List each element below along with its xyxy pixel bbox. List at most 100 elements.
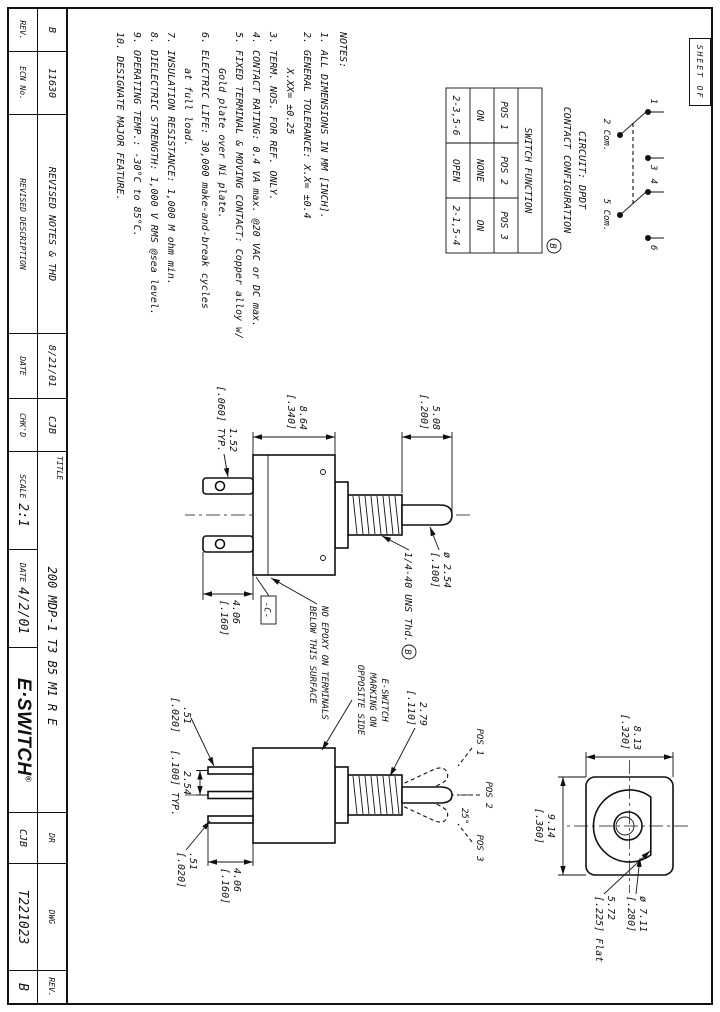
dim-toggle-length-in: [.200] [418,394,429,430]
thread-flag-circle [401,644,417,660]
circuit-title-line2: CONTACT CONFIGURATION [561,107,572,234]
dwg-col: DWG T221023 [9,864,66,971]
label-pos3: POS 3 [474,834,484,861]
dim-pin-pitch-in: [.100] TYP. [169,750,180,816]
col-pos3: POS 3 [498,211,509,240]
conn-pos1: 2-3,5-6 [450,95,461,135]
dim-face-width-mm: 9.14 [545,814,556,838]
ecn-col: 11630 ECN No. [9,52,66,115]
dim-bushing-dia-mm: ø 7.11 [637,896,648,932]
marking-note-line2: MARKING ON [367,672,377,728]
function-table-header: SWITCH FUNCTION [522,128,533,214]
terminal-6: 6 [648,245,658,250]
registered-mark: ® [23,775,33,783]
circuit-schematic: 1 3 4 6 2 Com. 5 Com. CIRCUIT: DPDT CONT… [546,99,664,254]
rev-header: REV. [18,20,28,40]
dwg-label: DWG [37,864,66,970]
col-pos2: POS 2 [498,156,509,185]
dim-body-height-in: [.340] [285,394,296,430]
title-block: B REV. 11630 ECN No. REVISED NOTES & THD… [9,9,68,1003]
note-line: 4. CONTACT RATING: 0.4 VA max. @20 VAC o… [250,32,261,328]
scale-label: SCALE [18,474,28,499]
sheet-rev-col: REV. B [9,971,66,1003]
dim-pin-width-mm: .51 [187,852,198,870]
face-view: 8.13 [.320] 9.14 [.360] ø 7.11 [.280] 5.… [533,714,688,962]
marking-note-line3: OPPOSITE SIDE [355,665,365,736]
dr-col: DR CJB [9,813,66,864]
revdate-col: 8/21/01 DATE [9,334,66,399]
ecn-entry: 11630 [37,52,66,114]
sheet-rev-label: REV. [37,971,66,1003]
terminal-3: 3 [648,164,658,170]
description-entry: REVISED NOTES & THD [37,115,66,333]
note-line: 1. ALL DIMENSIONS IN MM [INCH]. [318,32,329,219]
common-5-label: 5 Com. [601,199,611,232]
note-line: X.XX= ±0.25 [284,32,295,135]
dim-lug-thickness-in: [.060] TYP. [215,386,226,452]
state-pos3: ON [474,220,485,232]
dim-pin-thickness-in: [.020] [169,697,180,733]
scale-cell: SCALE 2:1 [9,452,37,550]
rev-entry: B [37,9,66,51]
revision-flag-circle [546,238,562,254]
conn-pos2: OPEN [450,159,461,182]
dim-face-width-in: [.360] [533,808,544,844]
description-col: REVISED NOTES & THD REVISED DESCRIPTION [9,115,66,334]
note-line: 9. OPERATING TEMP.: -30°C to 85°C. [131,32,142,237]
common-2-label: 2 Com. [601,119,611,152]
marking-note-line1: E-SWITCH [379,678,389,722]
state-pos1: ON [474,110,485,122]
dim-bushing-flat-in: [.110] [405,690,416,726]
terminal-1: 1 [648,99,658,104]
date-cell: DATE 4/2/01 [9,550,37,648]
dim-face-height-mm: 8.13 [631,726,642,750]
dim-face-height-in: [.320] [619,714,630,750]
title-section: TITLE 200 MDP-1 T3 B5 M1 R E SCALE 2:1 D… [9,452,66,813]
dim-lug-length-mm: 4.06 [230,600,241,624]
col-pos1: POS 1 [498,101,509,130]
epoxy-note-line1: NO EPOXY ON TERMINALS [319,605,329,720]
title-label: TITLE [55,456,64,481]
dim-flat-width-mm: 5.72 [605,896,616,920]
note-line: 5. FIXED TERMINAL & MOVING CONTACT: Copp… [233,32,244,340]
chkd-header: CHK'D [18,412,28,438]
label-pos2: POS 2 [483,781,493,808]
scale-value: 2:1 [15,503,31,527]
date-label: DATE [18,562,28,583]
dim-pin-length-mm: 4.06 [231,868,242,892]
label-pos1: POS 1 [474,728,484,755]
notes-title: NOTES: [337,32,348,69]
datum-label: -C- [262,602,272,618]
notes-block: NOTES: 1. ALL DIMENSIONS IN MM [INCH]. 2… [111,32,352,352]
dim-thread-callout: 1/4-40 UNS Thd. [402,552,413,642]
note-line: 7. INSULATION RESISTANCE: 1,000 M ohm mi… [165,32,176,285]
dim-pin-width-in: [.020] [175,852,186,888]
revision-flag-letter: B [547,243,557,249]
note-line: 2. GENERAL TOLERANCE: X.X= ±0.4 [301,32,312,219]
note-line: 8. DIELECTRIC STRENGTH: 1,000 V RMS @sea… [148,32,159,315]
description-header: REVISED DESCRIPTION [18,178,28,270]
switch-function-table: SWITCH FUNCTION POS 1 POS 2 POS 3 ON NON… [445,87,543,254]
ecn-header: ECN No. [18,66,28,100]
terminal-4: 4 [648,179,658,184]
dim-pin-pitch-mm: 2.54 [181,771,192,795]
dr-label: DR [37,813,66,863]
epoxy-note-line2: BELOW THIS SURFACE [307,606,317,704]
state-pos2: NONE [474,158,485,182]
dr-value: CJB [17,828,29,848]
logo-cell: E·SWITCH® [9,648,37,812]
chkd-col: CJB CHK'D [9,399,66,452]
dim-pin-thickness-mm: .51 [181,706,192,724]
conn-pos3: 2-1,5-4 [450,205,461,245]
date-value: 4/2/01 [15,587,31,635]
dim-toggle-dia-mm: ø 2.54 [441,552,452,588]
rev-col: B REV. [9,9,66,52]
dim-bushing-flat-mm: 2.79 [417,702,428,726]
sheet-rev-value: B [15,983,31,991]
note-line: at full load. [182,32,193,147]
dim-toggle-dia-in: [.100] [429,552,440,588]
note-line: 10. DESIGNATE MAJOR FEATURE. [114,32,125,201]
